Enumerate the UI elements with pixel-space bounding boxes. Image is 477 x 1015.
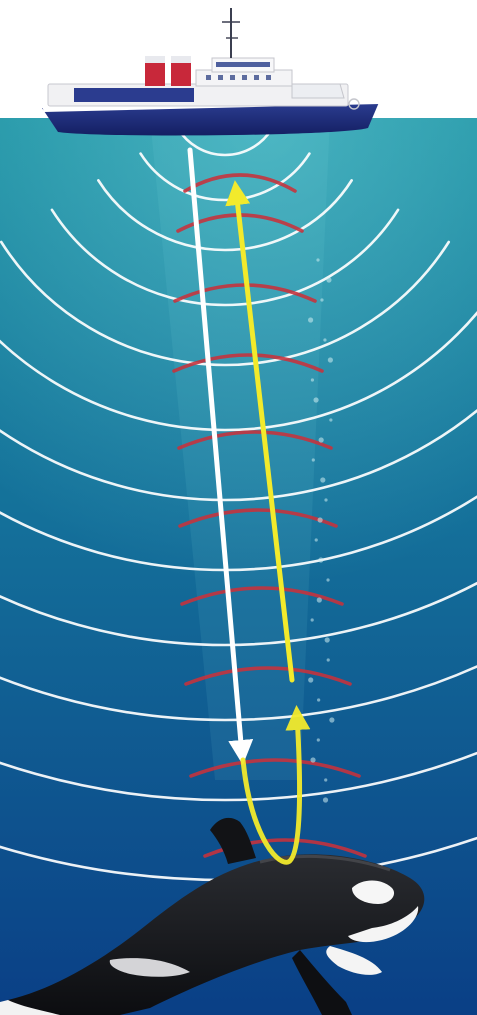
bubble — [329, 717, 335, 723]
returning-echo-loop — [240, 705, 311, 865]
returning-echo-arrow — [225, 180, 295, 683]
orca-pectoral-fin — [292, 950, 352, 1015]
echo-wave-arc — [184, 666, 352, 686]
orca — [0, 817, 425, 1015]
bubble — [316, 738, 320, 742]
bubble — [317, 698, 321, 702]
sound-wave-arc — [0, 664, 477, 722]
research-ship — [42, 8, 380, 136]
bubble — [324, 778, 328, 782]
sound-wave-arc — [0, 581, 477, 647]
bubble — [326, 658, 330, 662]
bubble — [308, 677, 314, 683]
orca-highlight — [259, 855, 391, 872]
ship-funnel-right-cap — [171, 56, 191, 63]
orca-eye-patch — [352, 880, 395, 904]
ship-portholes — [206, 75, 271, 80]
sound-wave-arc — [0, 240, 451, 367]
bubble — [314, 538, 318, 542]
ship-bow-deck — [291, 83, 345, 99]
bubble — [310, 757, 316, 763]
bubble — [316, 258, 320, 262]
echo-wave-arc — [180, 586, 344, 606]
bubble — [316, 597, 322, 603]
bubble — [310, 618, 314, 622]
bubble — [327, 357, 333, 363]
sound-wave-arc — [50, 208, 400, 307]
sound-wave-arc — [177, 128, 273, 157]
sound-wave-arc — [97, 179, 353, 252]
bubble — [313, 397, 319, 403]
bubble — [323, 338, 327, 342]
echo-wave-arc — [172, 353, 324, 373]
sound-wave-arc — [139, 152, 311, 202]
ship-lifebuoy — [348, 98, 360, 110]
ship-funnel-right — [171, 60, 191, 86]
bubble — [324, 498, 328, 502]
ship-deck-band — [74, 88, 194, 102]
sound-wave-arc — [0, 751, 477, 802]
echo-wave-arc — [183, 173, 297, 193]
orca-saddle-patch — [109, 958, 190, 977]
ship-funnel-left-cap — [145, 56, 165, 63]
bubble — [311, 458, 315, 462]
echo-waves — [172, 173, 367, 858]
orca-dorsal-fin — [210, 817, 256, 864]
bubbles — [307, 258, 335, 803]
bubble — [320, 298, 324, 302]
bubble — [307, 317, 314, 323]
sound-wave-arc — [0, 408, 477, 502]
outgoing-signal-arrow — [187, 147, 254, 765]
bubble — [326, 277, 332, 283]
bubble — [318, 437, 324, 443]
bubble — [310, 378, 315, 382]
orca-chin — [348, 906, 419, 943]
sound-wave-arc — [0, 310, 477, 432]
bubble — [322, 797, 329, 803]
bubble — [318, 557, 324, 563]
bubble — [320, 477, 326, 483]
bubble — [324, 637, 330, 643]
orca-tail-patch — [0, 1000, 60, 1015]
echo-wave-arc — [189, 758, 361, 778]
bubble — [317, 517, 323, 523]
orca-body — [8, 854, 425, 1015]
ship-bridge-windows — [216, 62, 270, 67]
bubble — [326, 578, 330, 582]
ship-funnel-left — [145, 60, 165, 86]
orca-flank-patch — [326, 946, 382, 975]
echo-wave-arc — [177, 430, 333, 450]
bubble — [329, 418, 333, 422]
